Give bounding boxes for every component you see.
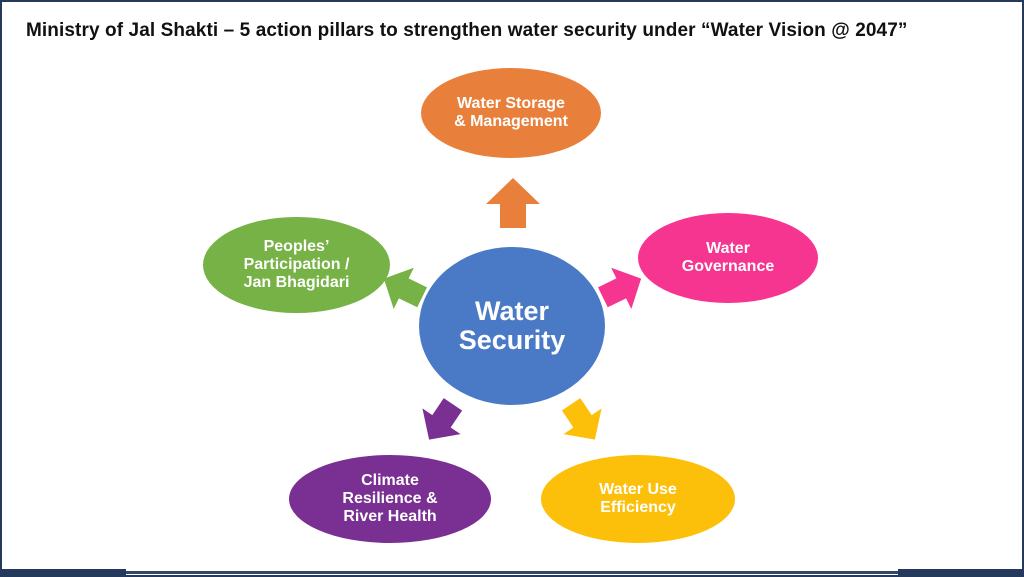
node-climate-resilience-river-health: Climate Resilience & River Health: [289, 455, 491, 543]
node-label: Peoples’ Participation / Jan Bhagidari: [243, 238, 350, 291]
node-water-governance: Water Governance: [638, 213, 818, 303]
slide-title: Ministry of Jal Shakti – 5 action pillar…: [26, 20, 908, 41]
arrow-up-left-icon: [383, 267, 427, 310]
footer-bar-right: [898, 569, 1022, 575]
node-water-use-efficiency: Water Use Efficiency: [541, 455, 735, 543]
arrow-down-left-icon: [422, 398, 463, 440]
footer-bar-left: [2, 569, 126, 575]
node-label: Water Storage & Management: [454, 95, 568, 130]
node-label: Water Governance: [681, 240, 775, 275]
node-label: Water Security: [458, 295, 566, 355]
node-water-security: Water Security: [419, 247, 605, 405]
node-label: Water Use Efficiency: [599, 481, 677, 516]
node-label: Climate Resilience & River Health: [342, 472, 438, 525]
arrow-down-right-icon: [561, 398, 602, 440]
arrow-up-right-icon: [598, 267, 642, 310]
footer-divider: [2, 571, 1022, 574]
node-peoples-participation: Peoples’ Participation / Jan Bhagidari: [203, 217, 390, 313]
node-water-storage-management: Water Storage & Management: [421, 68, 601, 158]
arrow-up-icon: [486, 178, 540, 228]
